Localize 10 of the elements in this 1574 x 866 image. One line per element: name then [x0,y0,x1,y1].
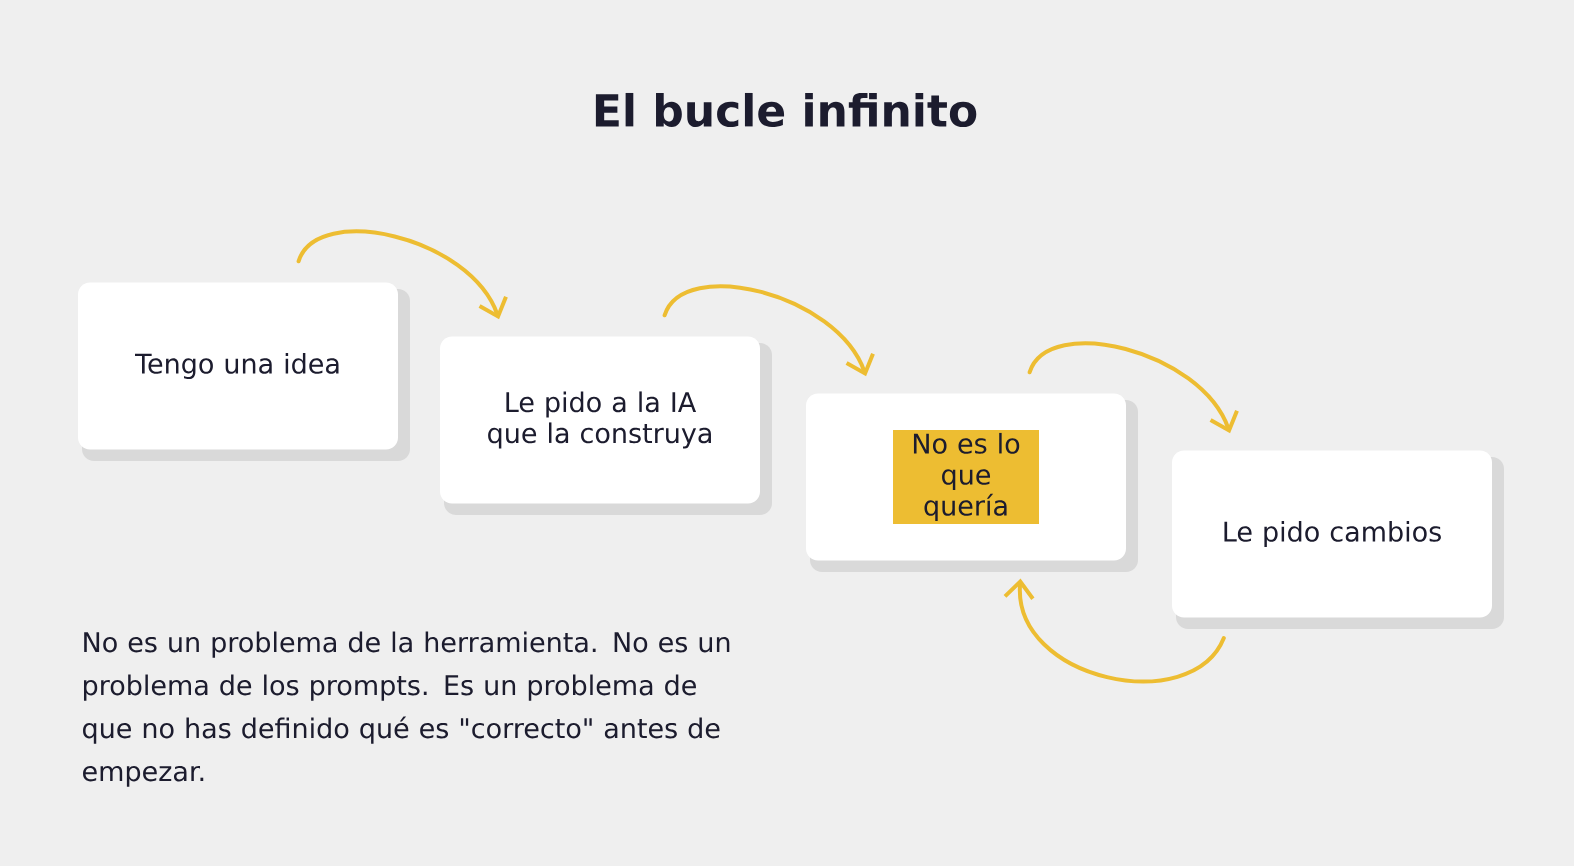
curved-arrow [662,284,875,377]
curved-arrow [1003,578,1226,683]
note-paragraph: No es un problema de la herramienta. No es un problema de los prompts. Es un problema de que no has definido qué es "correcto" antes de empezar. [83,631,730,787]
process-box: Le pido a la IA que la construya [440,336,772,515]
curved-arrow [1027,341,1239,434]
process-box: Tengo una idea [78,282,410,461]
process-box: No es lo que quería [806,393,1138,572]
curved-arrow [296,229,508,320]
title: El bucle infinito [595,92,977,127]
process-box: Le pido cambios [1172,450,1504,629]
